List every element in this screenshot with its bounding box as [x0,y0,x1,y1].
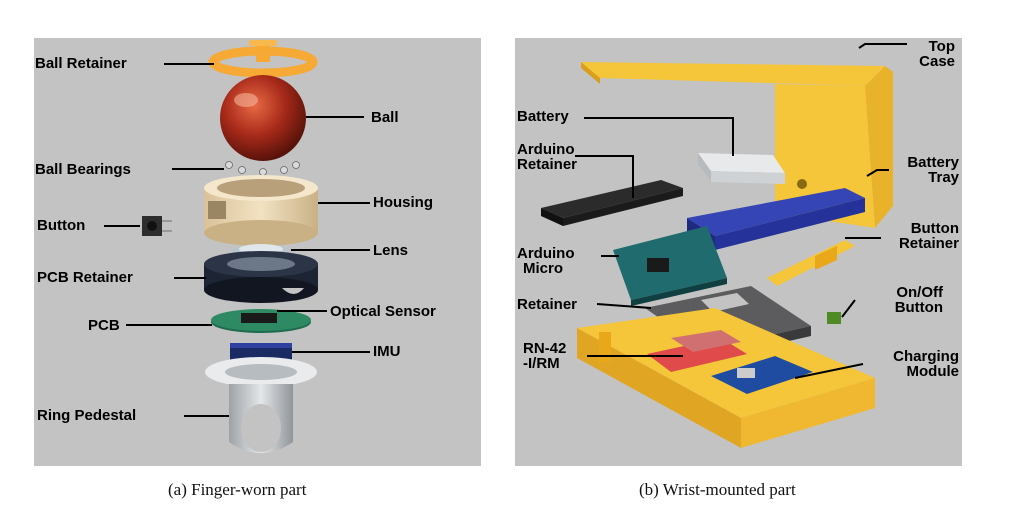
label-charging-1: Charging [893,348,959,365]
label-button-retainer-2: Retainer [898,235,959,252]
label-arduino-retainer-2: Retainer [517,156,578,173]
wrist-mounted-exploded-view [541,43,907,448]
button-part [142,216,172,236]
label-battery-tray-1: Battery [907,154,959,171]
label-ring-pedestal: Ring Pedestal [37,407,137,424]
label-battery: Battery [517,108,569,125]
charging-module-part [711,356,813,394]
label-charging-2: Module [906,363,960,380]
label-top-case-1: Top [928,38,955,55]
label-rn42-1: RN-42 [523,340,567,357]
rn42-module-part [647,330,747,372]
leader-lines-b [575,43,907,379]
label-button-retainer-1: Button [910,220,959,237]
label-button: Button [37,217,86,234]
leader-lines [104,63,370,417]
button-retainer-part [767,240,855,286]
label-lens: Lens [373,242,409,259]
label-pcb-retainer: PCB Retainer [37,269,133,286]
on-off-button-part [827,312,841,324]
label-ball-retainer: Ball Retainer [35,55,127,72]
optical-sensor-part [241,313,277,323]
caption-b: (b) Wrist-mounted part [639,480,796,499]
label-on-off-1: On/Off [896,284,943,301]
label-retainer: Retainer [517,296,578,313]
label-pcb: PCB [88,317,120,334]
housing-part [204,175,318,246]
top-case-part [581,62,893,228]
battery-part [698,153,785,184]
label-rn42-2: -I/RM [523,355,560,372]
caption-a: (a) Finger-worn part [168,480,307,499]
ball-bearings-part [225,161,300,176]
panel-finger-worn: Ball Retainer Ball Ball Bearings Housing… [34,38,481,466]
imu-part [230,343,292,361]
label-ball: Ball [371,109,399,126]
label-arduino-micro-2: Micro [523,260,564,277]
label-ball-bearings: Ball Bearings [35,161,131,178]
pcb-retainer-part [204,251,318,303]
ball-retainer-part [208,40,318,78]
label-optical-sensor: Optical Sensor [330,303,436,320]
label-arduino-micro-1: Arduino [517,245,575,262]
ring-pedestal-part [205,357,317,453]
label-imu: IMU [373,343,401,360]
arduino-micro-part [613,226,727,306]
label-on-off-2: Button [894,299,943,316]
finger-worn-exploded-view [104,40,370,453]
label-top-case-2: Case [919,53,955,70]
label-arduino-retainer-1: Arduino [517,141,575,158]
arduino-retainer-part [541,180,683,226]
label-housing: Housing [373,194,433,211]
label-battery-tray-2: Tray [928,169,959,186]
panel-wrist-mounted: Top Case Battery Arduino Retainer Batter… [515,38,962,466]
ball-part [220,75,306,161]
bottom-case-part [577,308,875,448]
